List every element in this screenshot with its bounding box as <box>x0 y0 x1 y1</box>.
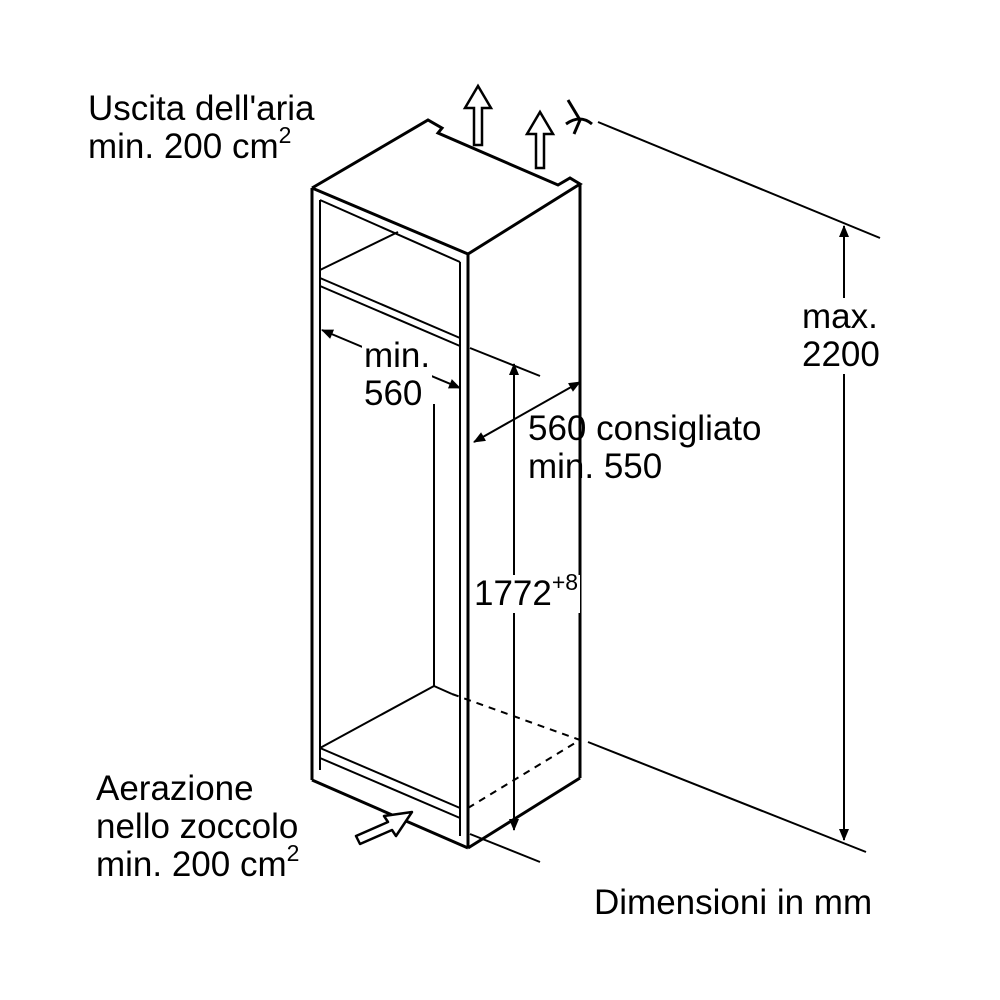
units-note: Dimensioni in mm <box>594 883 873 922</box>
depth-dimension <box>469 347 581 443</box>
air-outlet-label: Uscita dell'aria min. 200 cm2 <box>88 89 315 166</box>
height-label: 1772+8 <box>472 569 581 613</box>
min-width-label: min. 560 <box>362 336 433 413</box>
air-outlet-arrow-icon <box>462 83 556 170</box>
ceiling-marker-icon <box>565 99 593 135</box>
plinth-vent-label: Aerazione nello zoccolo min. 200 cm2 <box>96 769 300 884</box>
depth-label: 560 consigliato min. 550 <box>528 409 762 486</box>
max-height-dimension <box>587 121 881 853</box>
max-height-label: max. 2200 <box>800 297 882 374</box>
air-inlet-arrow-icon <box>354 810 414 846</box>
